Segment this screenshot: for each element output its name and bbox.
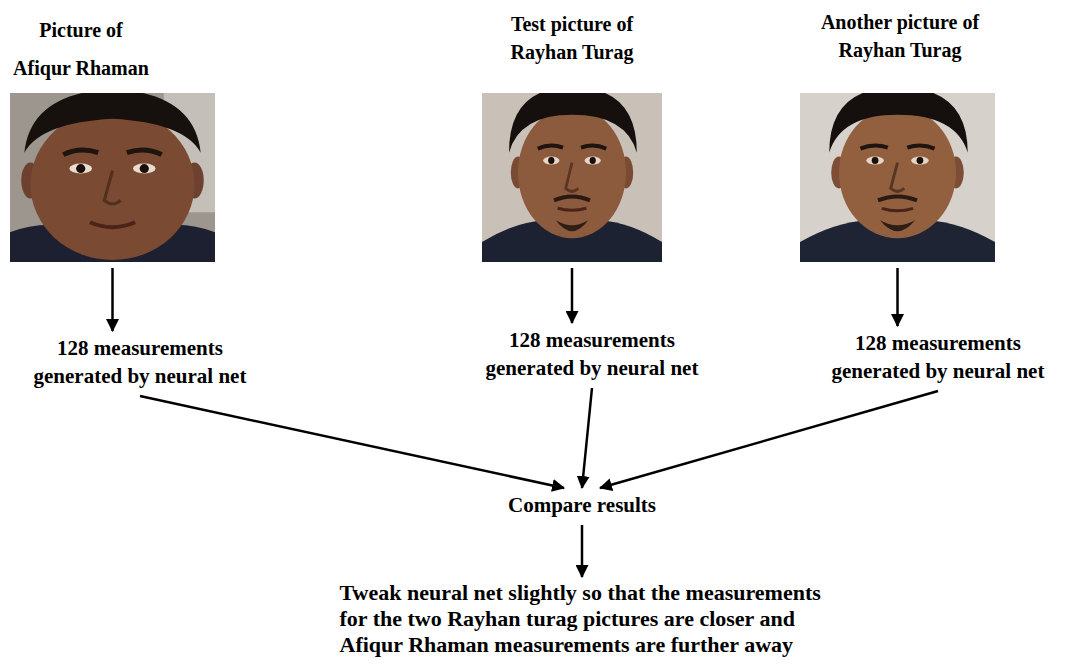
text-node: 128 measurements generated by neural net <box>821 329 1056 385</box>
text-node: 128 measurements generated by neural net <box>23 334 258 390</box>
node-text: 128 measurements generated by neural net <box>821 329 1056 385</box>
photo-node: Picture of Afiqur Rhaman <box>10 8 215 262</box>
nose <box>566 163 579 192</box>
face <box>518 107 626 238</box>
pupil <box>872 157 879 164</box>
flow-arrow <box>581 525 584 577</box>
node-text: 128 measurements generated by neural net <box>23 334 258 390</box>
nose <box>104 171 120 204</box>
flow-arrow <box>582 388 592 488</box>
eye <box>69 164 92 174</box>
flow-arrow <box>896 268 899 326</box>
photo-node: Another picture of Rayhan Turag <box>800 6 995 262</box>
photo-heading: Another picture of Rayhan Turag <box>805 8 995 64</box>
eyebrow <box>127 150 162 155</box>
eye <box>585 157 601 165</box>
face-photo <box>800 87 995 262</box>
pupil <box>590 157 596 164</box>
eye <box>133 164 156 174</box>
node-text: 128 measurements generated by neural net <box>475 326 710 382</box>
eyebrow <box>860 145 887 148</box>
hair <box>24 89 200 153</box>
flow-arrow <box>111 268 114 331</box>
eye <box>543 157 559 165</box>
text-node: Compare results <box>506 491 658 519</box>
hair <box>829 87 967 153</box>
mustache <box>554 196 590 200</box>
flow-arrow <box>571 268 574 323</box>
pupil <box>140 164 149 173</box>
text-node: 128 measurements generated by neural net <box>475 326 710 382</box>
face-photo <box>10 89 215 262</box>
face <box>31 109 195 260</box>
flow-arrow <box>600 391 938 488</box>
shoulders <box>800 220 995 262</box>
face <box>839 107 956 238</box>
text-node: Tweak neural net slightly so that the me… <box>338 580 843 658</box>
mouth <box>90 222 135 227</box>
eyebrow <box>63 150 98 155</box>
hair <box>509 87 637 153</box>
photo-background <box>482 93 662 262</box>
beard <box>880 220 915 231</box>
eyebrow <box>581 145 606 148</box>
mustache <box>878 196 917 200</box>
beard <box>556 220 588 231</box>
node-text: Compare results <box>506 491 658 519</box>
pupil <box>76 164 85 173</box>
face-photo <box>482 87 662 262</box>
mouth <box>558 208 587 210</box>
nose <box>891 163 905 192</box>
photo-heading: Test picture of Rayhan Turag <box>492 10 652 66</box>
node-text: Tweak neural net slightly so that the me… <box>338 580 843 658</box>
photo-heading: Picture of Afiqur Rhaman <box>10 11 152 87</box>
eye <box>866 157 884 165</box>
pupil <box>917 157 924 164</box>
mouth <box>882 208 913 210</box>
eye <box>911 157 929 165</box>
photo-background <box>800 93 995 262</box>
photo-node: Test picture of Rayhan Turag <box>482 8 662 262</box>
pupil <box>548 157 554 164</box>
eyebrow <box>907 145 934 148</box>
flow-arrow <box>140 396 564 488</box>
shoulders <box>482 220 662 262</box>
eyebrow <box>538 145 563 148</box>
